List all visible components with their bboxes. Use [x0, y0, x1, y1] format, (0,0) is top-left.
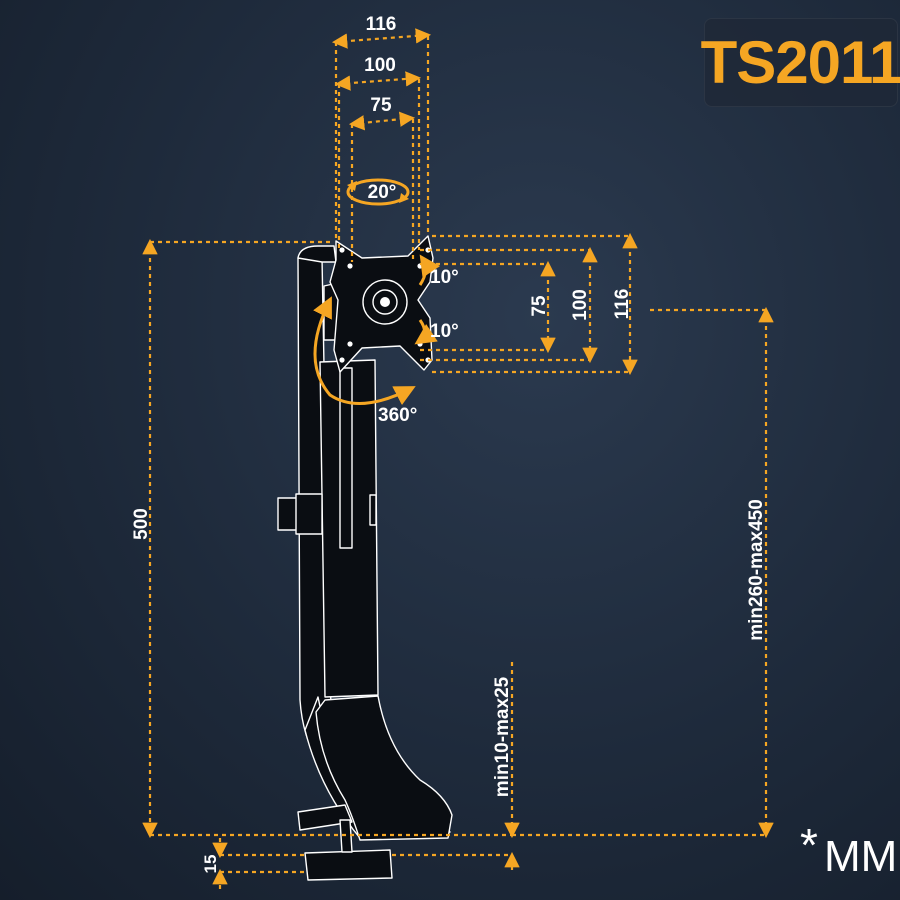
label-width-75: 75	[370, 95, 392, 116]
label-tilt-up: 10°	[430, 267, 459, 288]
unit-asterisk: *	[800, 819, 818, 871]
label-height-100: 100	[570, 289, 591, 321]
dimension-lines	[142, 28, 774, 889]
tilt-down-arc	[414, 319, 438, 345]
unit-note: * MM	[800, 818, 898, 888]
base-body	[315, 695, 453, 841]
label-clamp-lip: 15	[201, 855, 220, 874]
label-adjust-height: min260-max450	[746, 499, 767, 641]
label-clamp-thickness: min10-max25	[492, 676, 513, 797]
rotation-arcs	[313, 178, 441, 406]
label-width-116: 116	[366, 14, 397, 35]
swivel-arc	[346, 178, 410, 206]
label-total-height: 500	[131, 508, 152, 540]
slide-indicator	[369, 494, 377, 526]
tilt-up-arc	[418, 254, 441, 286]
rotation-360-arc	[313, 296, 416, 406]
label-height-116: 116	[612, 289, 633, 320]
label-tilt-down: 10°	[430, 321, 459, 342]
clamp-top-plate	[297, 804, 353, 831]
slide-slot	[339, 367, 353, 549]
label-width-100: 100	[364, 55, 396, 76]
height-collar	[295, 493, 323, 535]
model-name: TS2011	[700, 29, 900, 96]
label-swivel: 20°	[368, 182, 397, 203]
label-rotation: 360°	[378, 405, 417, 426]
model-badge: TS2011	[700, 18, 900, 107]
clamp-bottom-plate	[304, 849, 393, 881]
unit-label: MM	[824, 832, 898, 881]
label-height-75: 75	[529, 295, 550, 317]
pole-top-cap	[297, 245, 337, 263]
